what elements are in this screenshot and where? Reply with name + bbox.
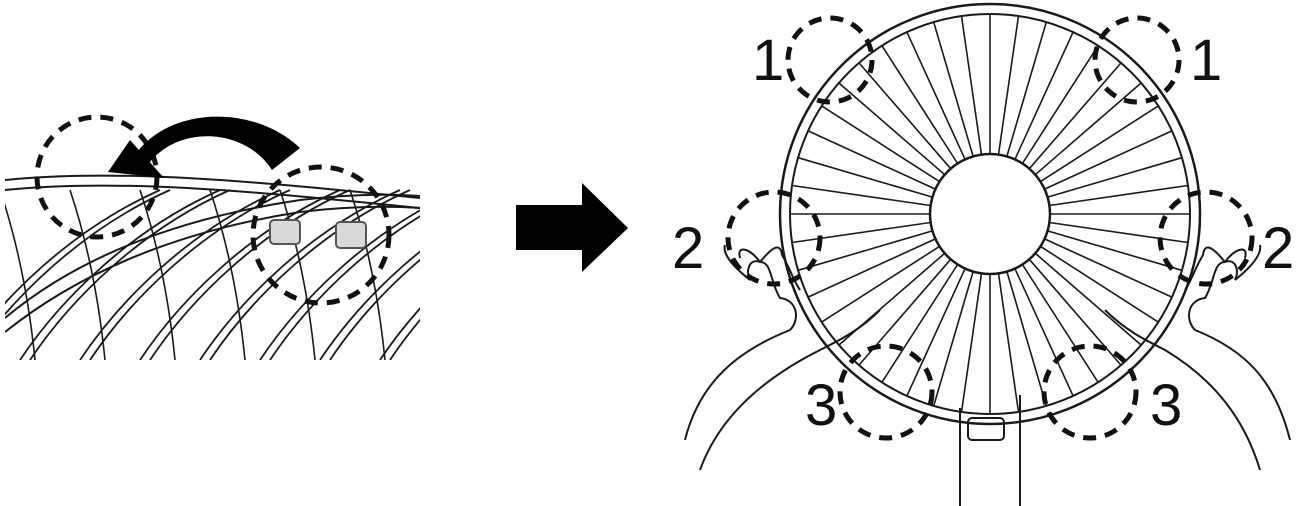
guard-spoke — [1029, 63, 1121, 169]
guard-spoke — [808, 239, 935, 297]
callout-circle-2-left — [728, 192, 820, 284]
guard-spoke — [999, 16, 1019, 155]
guard-clip — [270, 220, 300, 244]
guard-spoke — [1049, 223, 1188, 243]
guard-hub — [930, 154, 1050, 274]
step-1-left-label: 1 — [752, 28, 784, 93]
step-3-left-label: 3 — [805, 373, 837, 438]
guard-spoke — [792, 186, 931, 206]
guard-clip — [336, 222, 366, 248]
guard-spoke — [859, 63, 951, 169]
guard-spoke — [792, 223, 931, 243]
callout-circle-3-left — [840, 346, 932, 438]
callout-circle-1-right — [1095, 18, 1179, 102]
guard-spoke — [1045, 131, 1172, 189]
guard-spoke — [999, 273, 1019, 412]
rotate-direction-icon — [108, 117, 300, 178]
step-2-left-label: 2 — [672, 216, 704, 281]
guard-spoke — [907, 32, 965, 159]
step-2-right-label: 2 — [1262, 216, 1294, 281]
fan-guard-illustration: 1 1 2 2 3 3 — [672, 4, 1294, 506]
callout-circle-1-left — [788, 18, 872, 102]
guard-wire — [0, 190, 35, 360]
guard-spoke — [1035, 253, 1141, 345]
guard-spoke — [1035, 83, 1141, 175]
guard-wire — [350, 190, 385, 360]
guard-wire — [0, 190, 160, 360]
right-arrow-icon — [516, 183, 628, 272]
guard-wire — [0, 190, 170, 360]
guard-spoke — [1049, 186, 1188, 206]
guard-wires — [0, 190, 590, 360]
guard-spoke — [962, 16, 982, 155]
guard-spoke — [907, 269, 965, 396]
guard-spoke — [1045, 239, 1172, 297]
guard-spoke — [962, 273, 982, 412]
guard-rim-detail — [0, 117, 590, 360]
callout-circle-3-right — [1044, 346, 1136, 438]
guard-wire — [280, 190, 315, 360]
step-3-right-label: 3 — [1150, 373, 1182, 438]
callout-circle-2-right — [1160, 192, 1252, 284]
guard-wire — [70, 190, 105, 360]
guard-spoke — [808, 131, 935, 189]
guard-spoke — [839, 83, 945, 175]
guard-spoke — [1015, 32, 1073, 159]
guard-wire — [30, 190, 230, 360]
step-1-right-label: 1 — [1190, 28, 1222, 93]
